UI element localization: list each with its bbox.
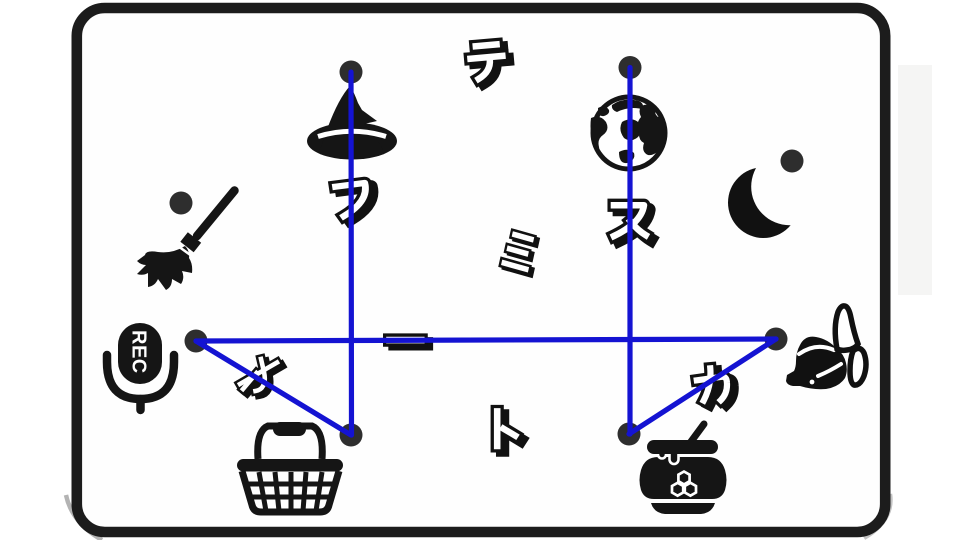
svg-text:REC: REC	[128, 330, 150, 374]
